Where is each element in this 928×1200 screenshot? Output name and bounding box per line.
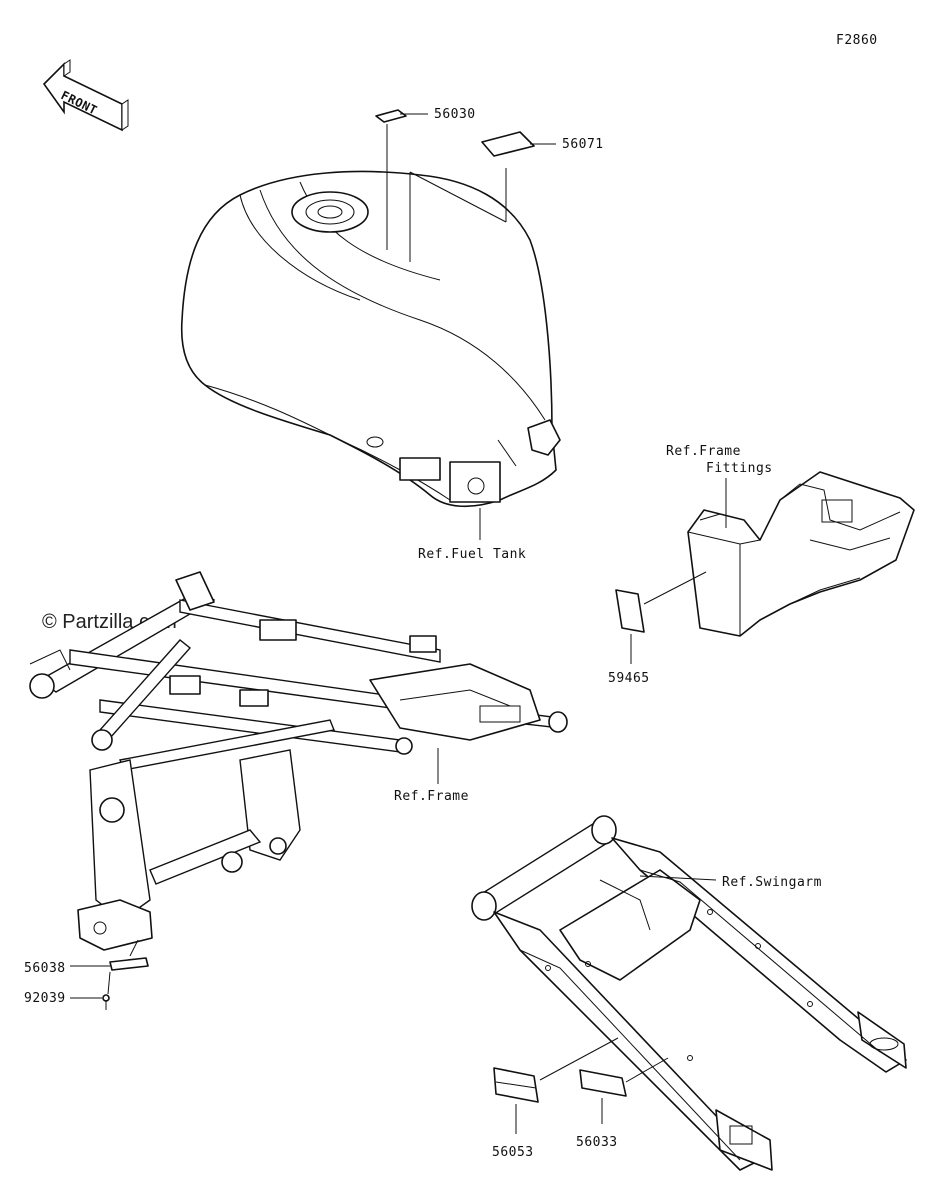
swingarm[interactable] xyxy=(471,815,907,1171)
ref-frame: Ref.Frame xyxy=(394,789,469,804)
label-56038[interactable]: 56038 xyxy=(24,939,149,976)
callout-56030: 56030 xyxy=(434,107,476,122)
ref-fuel-tank: Ref.Fuel Tank xyxy=(418,547,526,562)
figure-code: F2860 xyxy=(836,33,878,48)
front-arrow-icon: FRONT xyxy=(42,59,129,132)
rivet-92039[interactable]: 92039 xyxy=(24,971,111,1010)
label-56071[interactable]: 56071 xyxy=(409,131,604,262)
label-59465[interactable]: 59465 xyxy=(608,571,707,686)
label-56033[interactable]: 56033 xyxy=(576,1057,669,1150)
callout-56071: 56071 xyxy=(562,137,604,152)
callout-56033: 56033 xyxy=(576,1135,618,1150)
ref-frame-fittings-line2: Fittings xyxy=(706,461,773,476)
frame[interactable] xyxy=(29,571,568,951)
callout-56038: 56038 xyxy=(24,961,66,976)
frame-fittings[interactable] xyxy=(687,471,915,637)
callout-92039: 92039 xyxy=(24,991,66,1006)
fuel-tank[interactable] xyxy=(180,170,561,508)
callout-56053: 56053 xyxy=(492,1145,534,1160)
ref-frame-fittings-line1: Ref.Frame xyxy=(666,444,741,459)
ref-swingarm: Ref.Swingarm xyxy=(722,875,822,890)
callout-59465: 59465 xyxy=(608,671,650,686)
label-56030[interactable]: 56030 xyxy=(375,107,476,250)
label-56053[interactable]: 56053 xyxy=(492,1037,619,1160)
